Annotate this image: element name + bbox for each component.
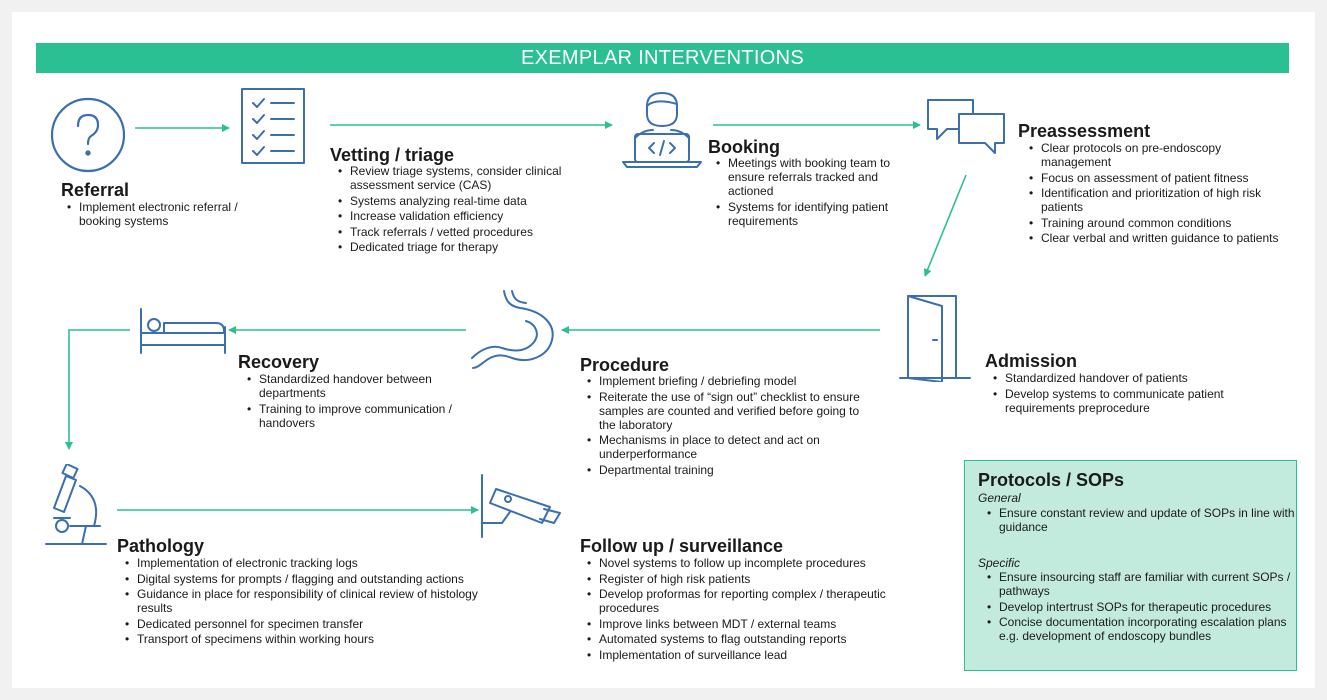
vetting-bullet: Increase validation efficiency (338, 209, 610, 223)
sops-specific-bullet: Ensure insourcing staff are familiar wit… (987, 570, 1299, 598)
checklist-icon (238, 86, 308, 166)
procedure-bullet: Departmental training (587, 463, 861, 477)
preassessment-bullets: Clear protocols on pre-endoscopy managem… (1028, 141, 1291, 247)
admission-bullet: Standardized handover of patients (993, 371, 1245, 385)
vetting-bullet: Review triage systems, consider clinical… (338, 164, 610, 192)
person-laptop-icon (619, 88, 705, 170)
camera-icon (478, 471, 562, 541)
protocols-sops-box: Protocols / SOPs General Ensure constant… (964, 460, 1297, 671)
vetting-bullets: Review triage systems, consider clinical… (337, 164, 610, 256)
procedure-bullet: Implement briefing / debriefing model (587, 374, 861, 388)
followup-bullet: Develop proformas for reporting complex … (587, 587, 949, 615)
question-icon (49, 96, 127, 174)
pathology-bullet: Digital systems for prompts / flagging a… (125, 572, 487, 586)
sops-specific-bullet: Develop intertrust SOPs for therapeutic … (987, 600, 1299, 614)
speech-bubbles-icon (925, 97, 1007, 157)
pathology-title: Pathology (117, 536, 205, 556)
sops-title: Protocols / SOPs (978, 470, 1125, 490)
preassessment-bullet: Clear verbal and written guidance to pat… (1029, 231, 1291, 245)
recovery-bullets: Standardized handover between department… (246, 372, 489, 431)
admission-bullets: Standardized handover of patients Develo… (992, 371, 1245, 416)
preassessment-bullet: Training around common conditions (1029, 216, 1291, 230)
door-icon (898, 290, 972, 382)
preassessment-bullet: Identification and prioritization of hig… (1029, 186, 1291, 214)
followup-bullets: Novel systems to follow up incomplete pr… (586, 556, 949, 663)
pathology-bullets: Implementation of electronic tracking lo… (124, 556, 487, 648)
bed-icon (138, 307, 228, 355)
procedure-bullet: Reiterate the use of “sign out” checklis… (587, 390, 861, 432)
followup-bullet: Register of high risk patients (587, 572, 949, 586)
banner-title: EXEMPLAR INTERVENTIONS (36, 43, 1289, 73)
pathology-bullet: Guidance in place for responsibility of … (125, 587, 487, 615)
sops-general-bullets: Ensure constant review and update of SOP… (986, 506, 1299, 536)
procedure-title: Procedure (580, 355, 670, 375)
booking-bullet: Meetings with booking team to ensure ref… (716, 156, 908, 198)
followup-title: Follow up / surveillance (580, 536, 784, 556)
preassessment-bullet: Focus on assessment of patient fitness (1029, 171, 1291, 185)
admission-title: Admission (985, 351, 1078, 371)
booking-bullet: Systems for identifying patient requirem… (716, 200, 908, 228)
microscope-icon (40, 464, 112, 548)
followup-bullet: Improve links between MDT / external tea… (587, 617, 949, 631)
preassessment-title: Preassessment (1018, 121, 1151, 141)
admission-bullet: Develop systems to communicate patient r… (993, 387, 1245, 415)
vetting-title: Vetting / triage (330, 145, 455, 165)
vetting-bullet: Systems analyzing real-time data (338, 194, 610, 208)
sops-specific-bullet: Concise documentation incorporating esca… (987, 615, 1299, 643)
referral-title: Referral (61, 180, 130, 200)
referral-bullets: Implement electronic referral / booking … (66, 200, 254, 230)
referral-bullet: Implement electronic referral / booking … (67, 200, 254, 228)
recovery-title: Recovery (238, 352, 320, 372)
pathology-bullet: Dedicated personnel for specimen transfe… (125, 617, 487, 631)
sops-general-label: General (978, 491, 1021, 505)
procedure-bullets: Implement briefing / debriefing model Re… (586, 374, 861, 478)
pathology-bullet: Transport of specimens within working ho… (125, 632, 487, 646)
vetting-bullet: Dedicated triage for therapy (338, 240, 610, 254)
booking-title: Booking (708, 137, 780, 157)
followup-bullet: Implementation of surveillance lead (587, 648, 949, 662)
followup-bullet: Automated systems to flag outstanding re… (587, 632, 949, 646)
procedure-bullet: Mechanisms in place to detect and act on… (587, 433, 861, 461)
booking-bullets: Meetings with booking team to ensure ref… (715, 156, 908, 229)
vetting-bullet: Track referrals / vetted procedures (338, 225, 610, 239)
sops-general-bullet: Ensure constant review and update of SOP… (987, 506, 1299, 534)
recovery-bullet: Training to improve communication / hand… (247, 402, 489, 430)
pathology-bullet: Implementation of electronic tracking lo… (125, 556, 487, 570)
stomach-icon (466, 288, 562, 370)
followup-bullet: Novel systems to follow up incomplete pr… (587, 556, 949, 570)
sops-specific-label: Specific (978, 556, 1021, 570)
sops-specific-bullets: Ensure insourcing staff are familiar wit… (986, 570, 1299, 645)
preassessment-bullet: Clear protocols on pre-endoscopy managem… (1029, 141, 1291, 169)
recovery-bullet: Standardized handover between department… (247, 372, 489, 400)
